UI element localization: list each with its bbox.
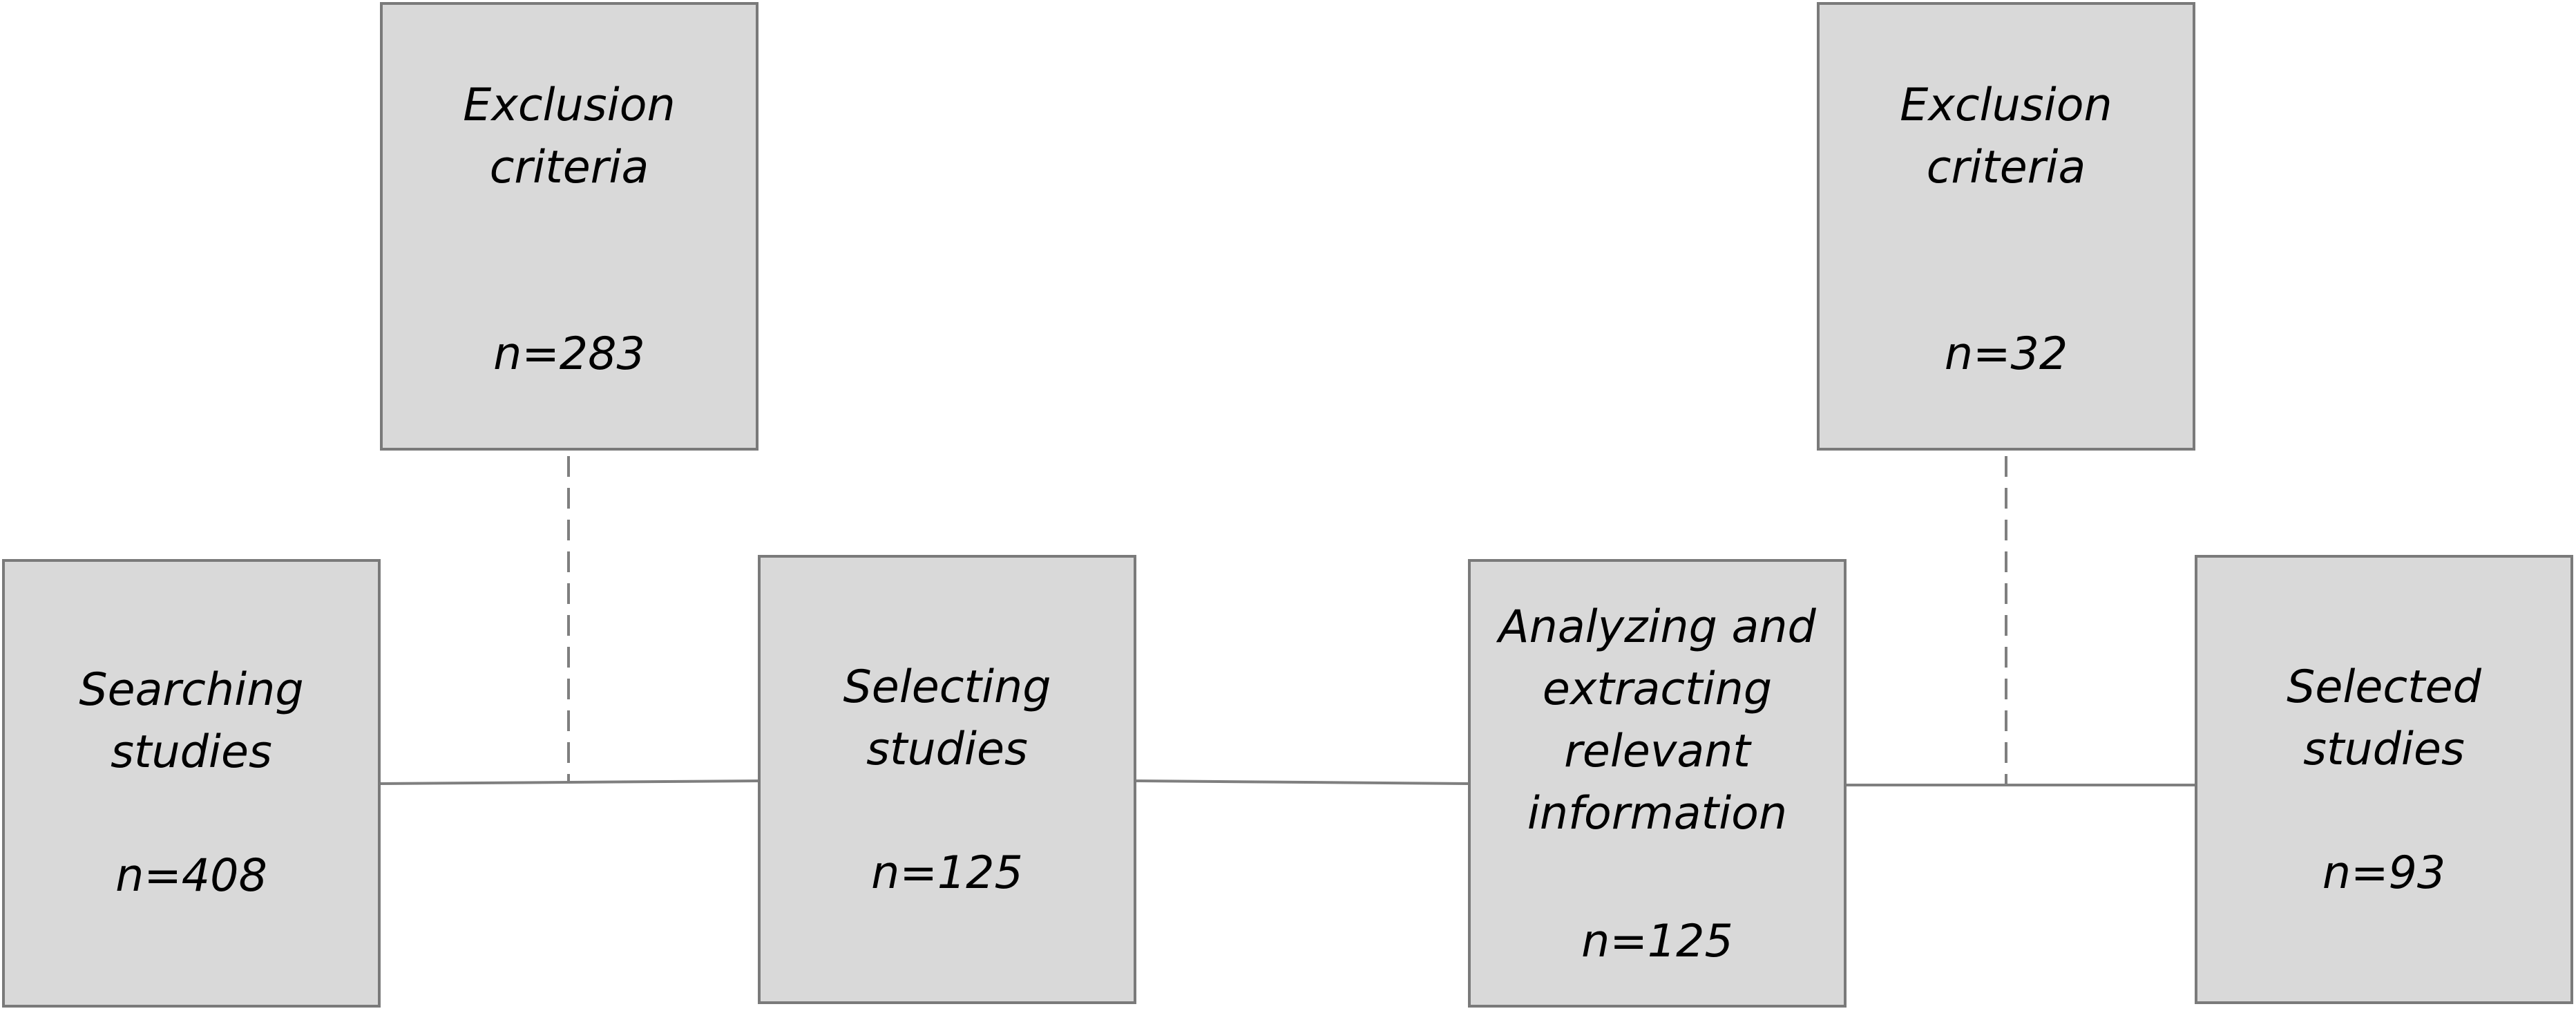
exclusion-1-count: n=283 xyxy=(493,328,645,380)
analyzing-title-line-2: extracting xyxy=(1542,663,1773,715)
selected-title-line-1: Selected xyxy=(2287,661,2481,713)
selected-count: n=93 xyxy=(2322,847,2446,899)
exclusion-criteria-box-2: Exclusion criteria n=32 xyxy=(1817,2,2195,451)
analyzing-count: n=125 xyxy=(1581,916,1733,967)
exclusion-2-title-line-2: criteria xyxy=(1926,142,2086,193)
exclusion-1-title-line-1: Exclusion xyxy=(463,79,676,131)
searching-count: n=408 xyxy=(115,850,267,902)
exclusion-criteria-box-1: Exclusion criteria n=283 xyxy=(380,2,759,451)
exclusion-1-title-line-2: criteria xyxy=(489,142,649,193)
exclusion-2-count: n=32 xyxy=(1944,328,2068,380)
searching-title-line-1: Searching xyxy=(79,664,304,716)
searching-title-line-2: studies xyxy=(111,726,272,778)
selecting-title-line-2: studies xyxy=(866,724,1028,775)
selecting-studies-box: Selecting studies n=125 xyxy=(758,555,1136,1004)
selected-title-line-2: studies xyxy=(2303,724,2465,775)
analyzing-title-line-4: information xyxy=(1527,788,1788,840)
selecting-count: n=125 xyxy=(871,847,1023,899)
analyzing-box: Analyzing and extracting relevant inform… xyxy=(1468,559,1847,1008)
analyzing-title-line-1: Analyzing and xyxy=(1498,601,1816,653)
connector-selecting-to-analyzing xyxy=(1136,779,1469,785)
selected-studies-box: Selected studies n=93 xyxy=(2195,555,2573,1004)
selecting-title-line-1: Selecting xyxy=(843,661,1051,713)
exclusion-2-title-line-1: Exclusion xyxy=(1900,79,2112,131)
searching-studies-box: Searching studies n=408 xyxy=(2,559,381,1008)
analyzing-title-line-3: relevant xyxy=(1564,726,1750,777)
